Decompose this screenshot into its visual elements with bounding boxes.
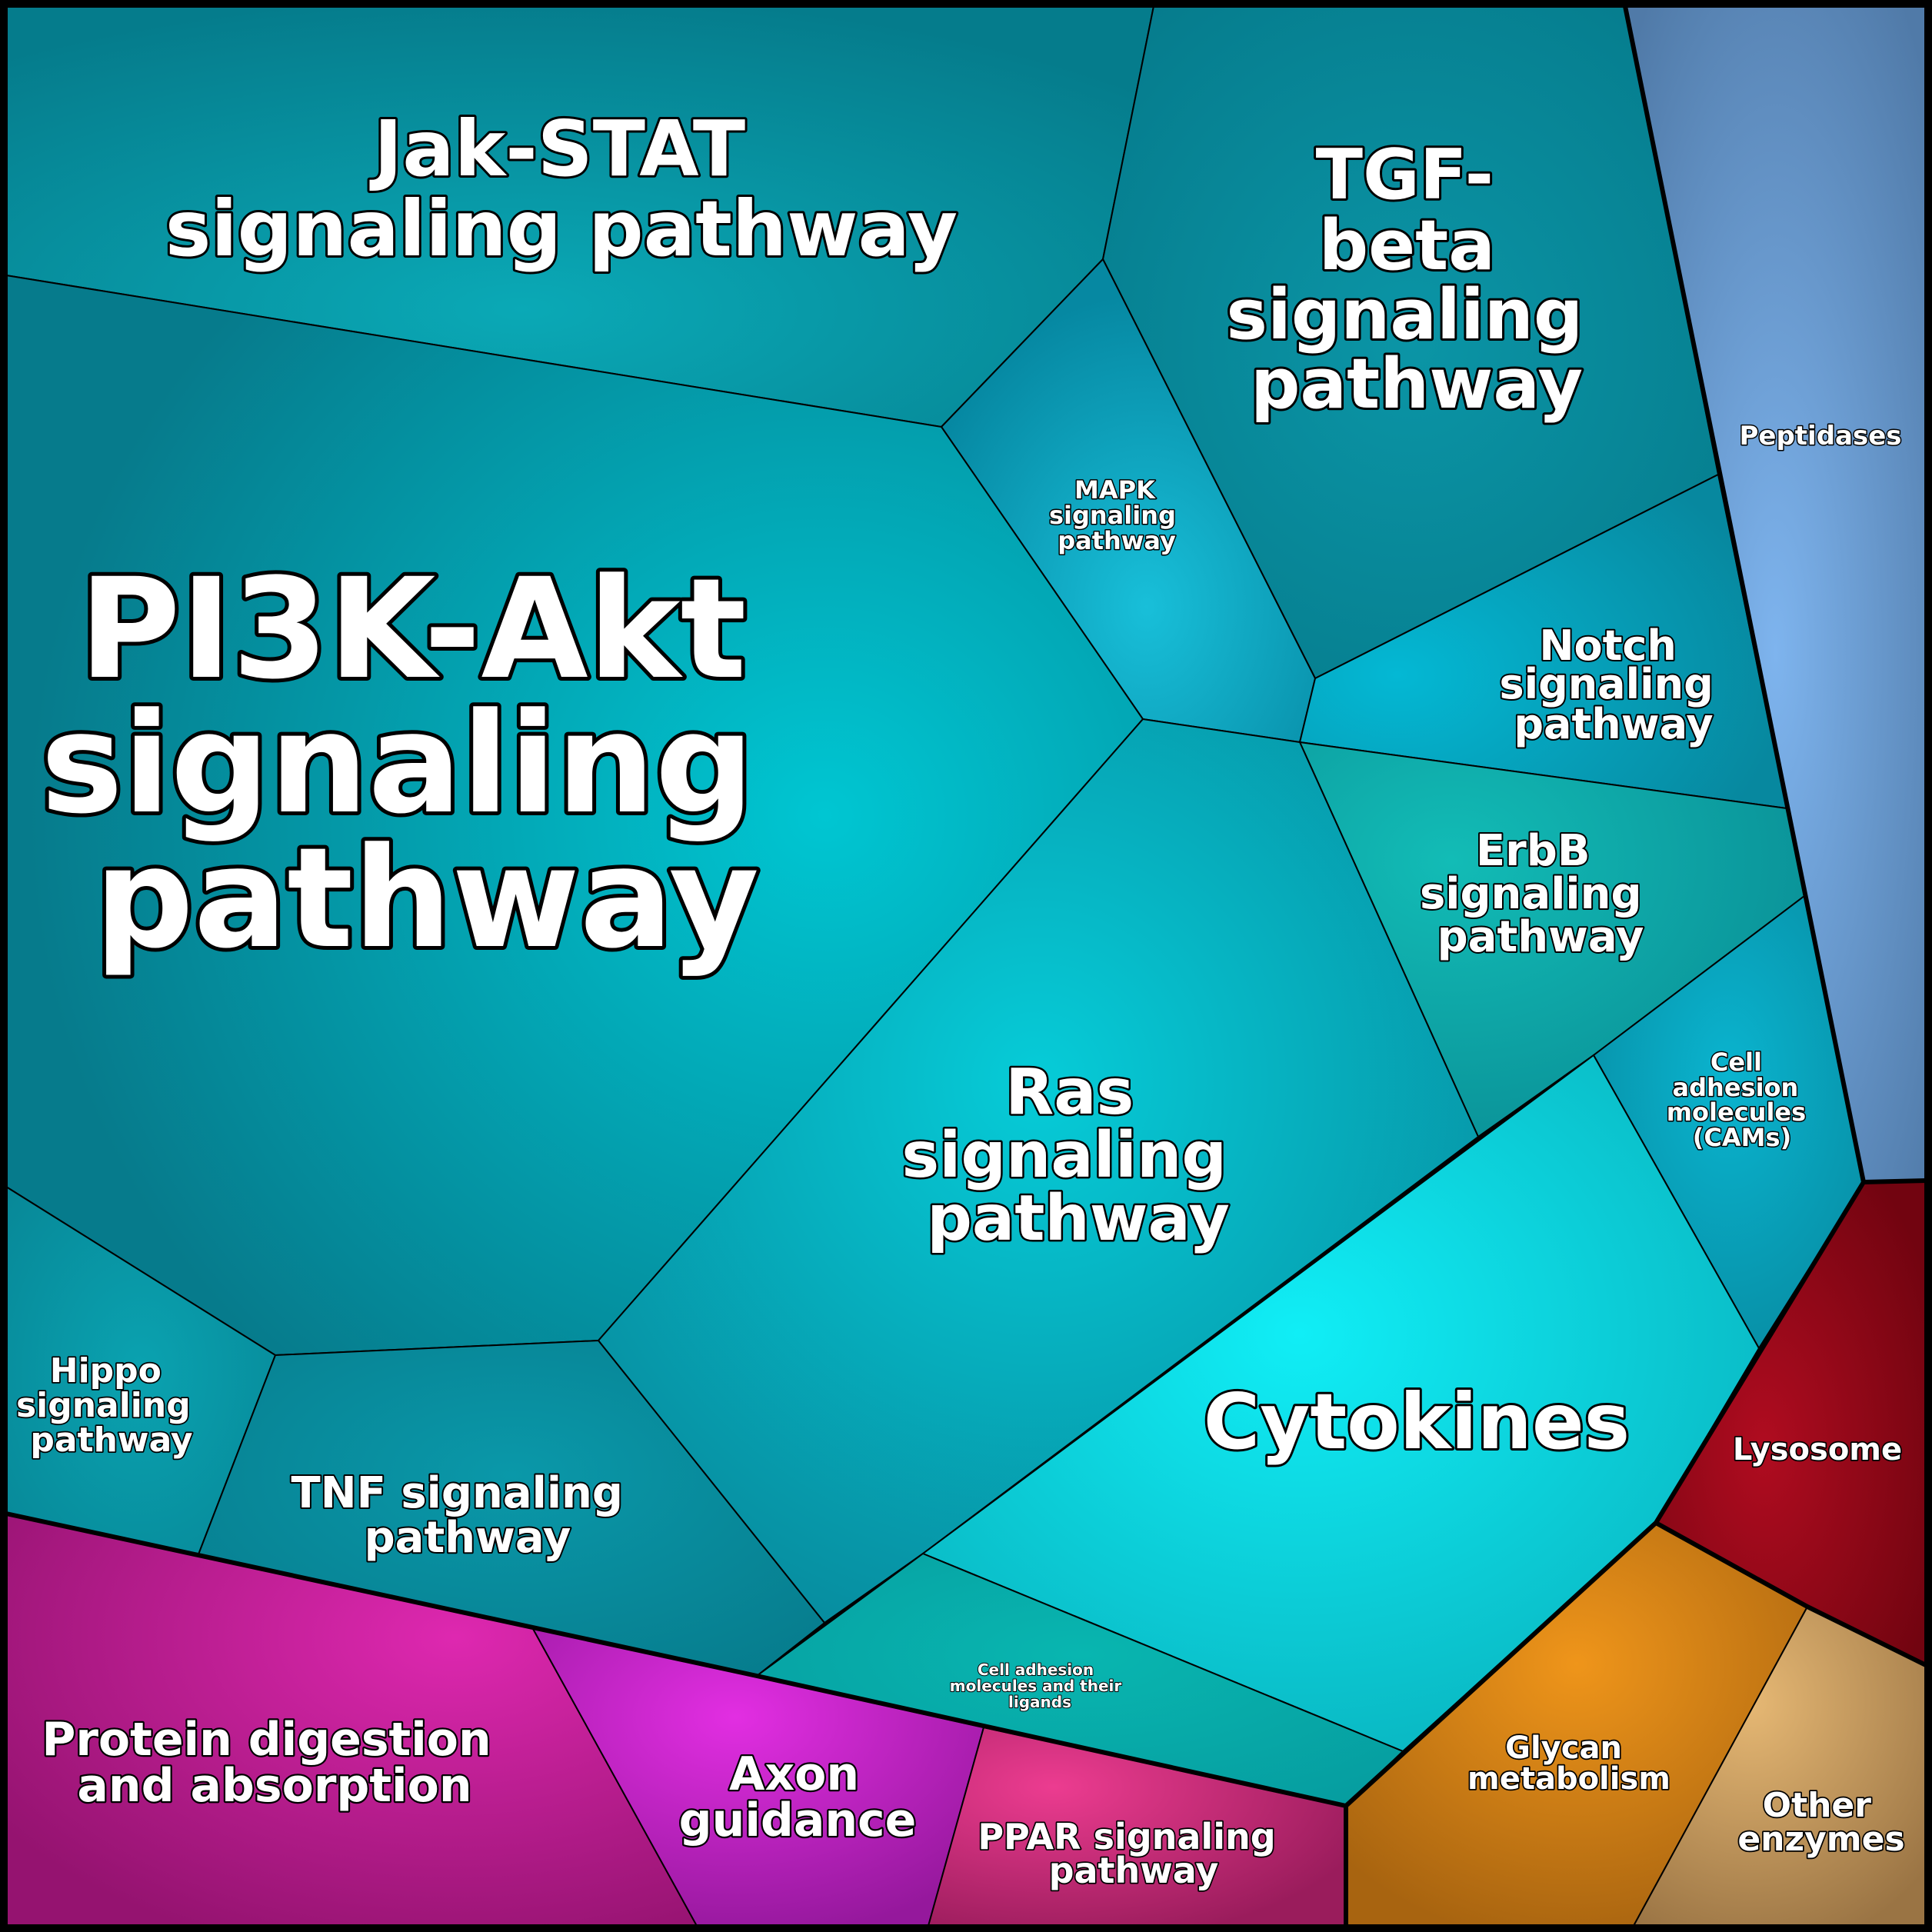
label-hippo: Hippo signaling pathway xyxy=(16,1351,202,1460)
label-ras: Ras signaling pathway xyxy=(901,1056,1248,1255)
label-tgf-beta: TGF- beta signaling pathway xyxy=(1226,135,1607,425)
label-ppar: PPAR signaling pathway xyxy=(978,1816,1287,1891)
label-cams: Cell adhesion molecules (CAMs) xyxy=(1667,1048,1815,1152)
label-protein-digestion: Protein digestion and absorption xyxy=(42,1713,507,1813)
cell-tnf xyxy=(197,1339,826,1677)
label-other-enzymes: Other enzymes xyxy=(1737,1786,1904,1859)
label-notch: Notch signaling pathway xyxy=(1499,621,1727,748)
label-erbb: ErbB signaling pathway xyxy=(1420,826,1657,962)
label-lysosome: Lysosome xyxy=(1733,1432,1902,1467)
label-jak-stat: Jak-STAT signaling pathway xyxy=(165,104,958,274)
label-cell-adhesion-ligands: Cell adhesion molecules and their ligand… xyxy=(950,1661,1127,1711)
group-boundaries xyxy=(5,5,1927,1926)
label-axon-guidance: Axon guidance xyxy=(679,1747,917,1847)
label-tnf: TNF signaling pathway xyxy=(291,1468,638,1563)
label-pi3k-akt: PI3K-Akt signaling pathway xyxy=(41,549,802,979)
label-peptidases: Peptidases xyxy=(1739,421,1901,451)
label-glycan: Glycan metabolism xyxy=(1467,1730,1671,1797)
label-cytokines: Cytokines xyxy=(1204,1377,1630,1467)
label-mapk: MAPK signaling pathway xyxy=(1049,475,1184,555)
